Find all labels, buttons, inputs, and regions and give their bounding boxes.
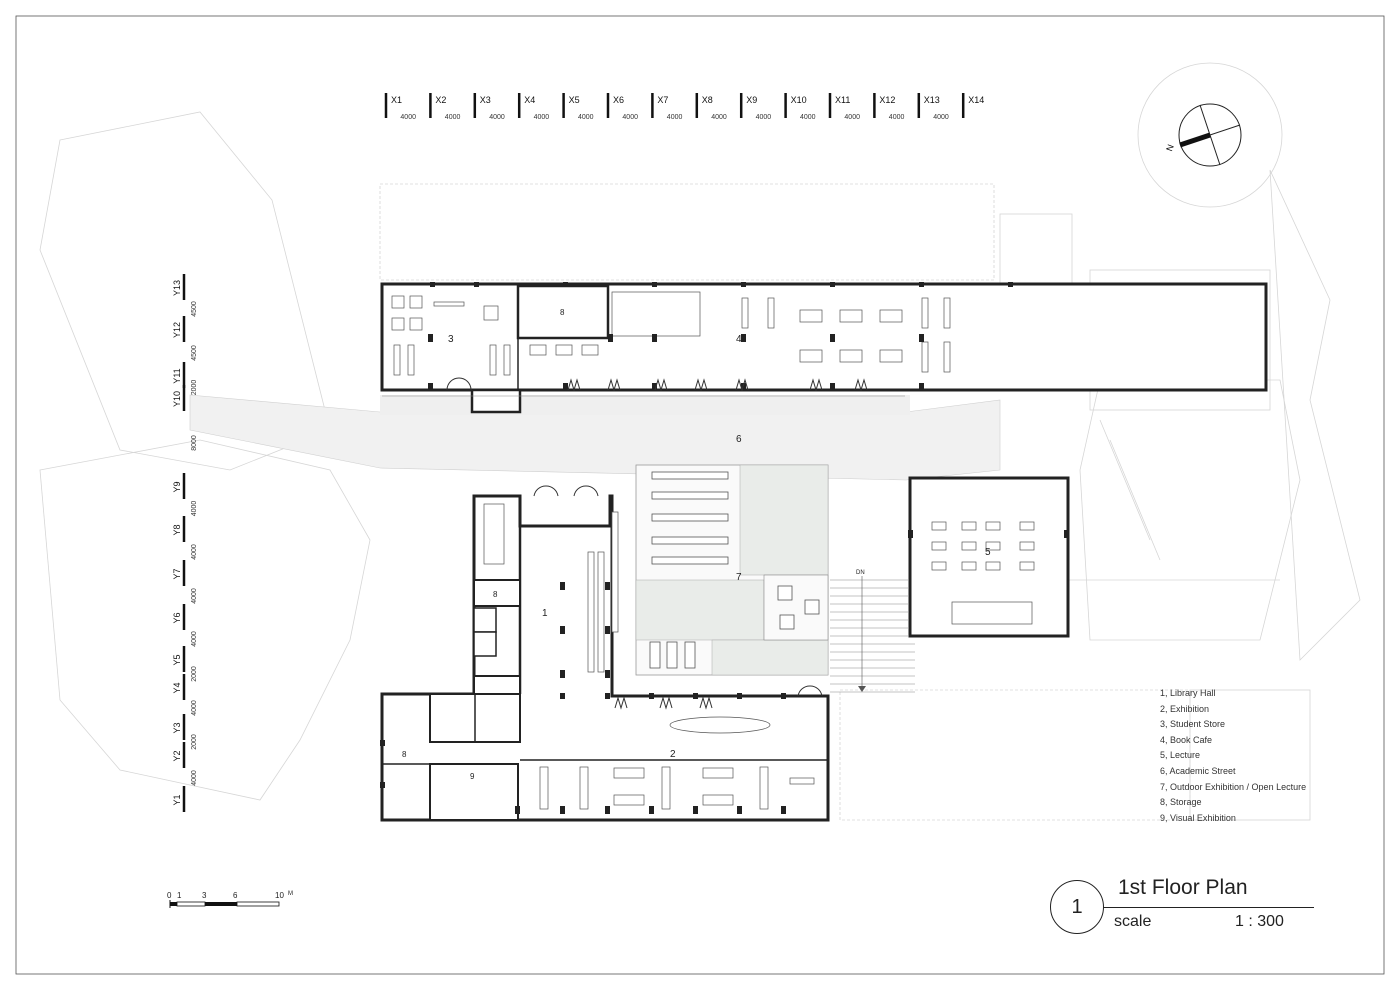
room-label-storage-core: 8 (493, 590, 498, 599)
y-grid-label: Y12 (172, 322, 182, 338)
x-grid-label: X2 (435, 95, 446, 105)
x-grid-spacing: 4000 (622, 114, 638, 121)
x-grid-spacing: 4000 (756, 114, 772, 121)
room-label-storage-north: 8 (560, 308, 565, 317)
room-label-lecture: 5 (985, 547, 991, 558)
x-grid-spacing: 4000 (578, 114, 594, 121)
y-grid-spacing: 4000 (191, 631, 198, 647)
y-grid-spacing: 4000 (191, 770, 198, 786)
y-grid-spacing: 4000 (191, 700, 198, 716)
scale-value: 1 : 300 (1235, 913, 1284, 930)
x-grid-label: X14 (968, 95, 984, 105)
legend-item: 5, Lecture (1160, 750, 1201, 761)
y-grid-label: Y2 (172, 750, 182, 761)
x-grid-spacing: 4000 (445, 114, 461, 121)
y-grid-label: Y7 (172, 568, 182, 579)
y-grid-label: Y8 (172, 524, 182, 535)
room-label-exhibition: 2 (670, 749, 676, 760)
title-rule (1102, 907, 1314, 908)
room-label-outdoor-exhibition: 7 (736, 572, 742, 583)
y-grid-label: Y10 (172, 391, 182, 407)
scale-tick-label: 6 (233, 891, 238, 900)
room-label-academic-street: 6 (736, 434, 742, 445)
legend-item: 8, Storage (1160, 797, 1202, 808)
x-grid-spacing: 4000 (711, 114, 727, 121)
legend-item: 9, Visual Exhibition (1160, 812, 1236, 823)
y-grid-spacing: 4000 (191, 501, 198, 517)
x-grid-label: X7 (657, 95, 668, 105)
x-grid-spacing: 4000 (933, 114, 949, 121)
drawing-title: 1st Floor Plan (1118, 876, 1248, 899)
stairs-down (830, 576, 915, 693)
x-grid-label: X1 (391, 95, 402, 105)
x-grid-spacing: 4000 (800, 114, 816, 121)
x-grid-spacing: 4000 (534, 114, 550, 121)
y-grid-label: Y6 (172, 612, 182, 623)
room-label-visual-exhibition: 9 (470, 772, 475, 781)
y-grid-spacing: 8000 (191, 435, 198, 451)
south-building (380, 485, 830, 822)
north-label: N (1164, 143, 1176, 153)
x-grid-label: X8 (702, 95, 713, 105)
y-grid-spacing: 4000 (191, 544, 198, 560)
scale-tick-label: 10 (275, 891, 284, 900)
x-grid-label: X11 (835, 95, 850, 105)
sheet-border (15, 15, 1385, 975)
y-grid-label: Y3 (172, 722, 182, 733)
north-building (380, 282, 1268, 414)
y-grid-spacing: 4500 (191, 345, 198, 361)
room-legend: 1, Library Hall 2, Exhibition 3, Student… (1160, 686, 1306, 826)
x-grid-spacing: 4000 (400, 114, 416, 121)
legend-item: 6, Academic Street (1160, 765, 1236, 776)
north-arrow-icon: N (1164, 103, 1242, 167)
scale-tick-label: 3 (202, 891, 207, 900)
room-label-library-hall: 1 (542, 608, 548, 619)
y-grid-spacing: 2000 (191, 734, 198, 750)
y-grid-label: Y9 (172, 481, 182, 492)
y-grid-spacing: 4500 (191, 301, 198, 317)
x-grid-label: X10 (791, 95, 807, 105)
y-grid-label: Y4 (172, 682, 182, 693)
x-grid-label: X13 (924, 95, 940, 105)
x-grid-spacing: 4000 (889, 114, 905, 121)
title-block: 1 1st Floor Plan scale 1 : 300 (1050, 870, 1330, 940)
y-grid-spacing: 2000 (191, 666, 198, 682)
x-grid-label: X5 (569, 95, 580, 105)
scale-unit-label: M (288, 891, 293, 897)
y-grid-label: Y13 (172, 280, 182, 296)
lecture-building (908, 476, 1070, 638)
x-grid-label: X3 (480, 95, 491, 105)
stair-down-label: DN (856, 570, 865, 576)
y-grid-label: Y11 (172, 368, 182, 383)
room-label-student-store: 3 (448, 334, 454, 345)
scale-tick-label: 1 (177, 891, 182, 900)
y-grid-spacing: 4000 (191, 588, 198, 604)
legend-item: 2, Exhibition (1160, 703, 1210, 714)
legend-item: 4, Book Cafe (1160, 734, 1213, 745)
room-label-book-cafe: 4 (736, 334, 742, 345)
y-grid-label: Y1 (172, 794, 182, 805)
x-grid-spacing: 4000 (844, 114, 860, 121)
x-grid-spacing: 4000 (667, 114, 683, 121)
x-grid-label: X12 (879, 95, 895, 105)
legend-item: 3, Student Store (1160, 719, 1226, 730)
y-grid-spacing: 2000 (191, 380, 198, 396)
scale-tick-label: 0 (167, 891, 172, 900)
drawing-number: 1 (1050, 880, 1104, 934)
room-label-storage-west: 8 (402, 750, 407, 759)
x-grid-label: X6 (613, 95, 624, 105)
legend-item: 1, Library Hall (1160, 688, 1216, 698)
legend-item: 7, Outdoor Exhibition / Open Lecture (1160, 781, 1307, 792)
y-grid-label: Y5 (172, 654, 182, 665)
scale-label: scale (1114, 913, 1152, 930)
x-grid-spacing: 4000 (489, 114, 505, 121)
x-grid-axis: X1 X2 X3 X4 X5 X6 X7 X8 X9 X10 X11 X12 X13 X14 4000 400… (384, 93, 984, 121)
x-grid-label: X9 (746, 95, 757, 105)
x-grid-label: X4 (524, 95, 535, 105)
